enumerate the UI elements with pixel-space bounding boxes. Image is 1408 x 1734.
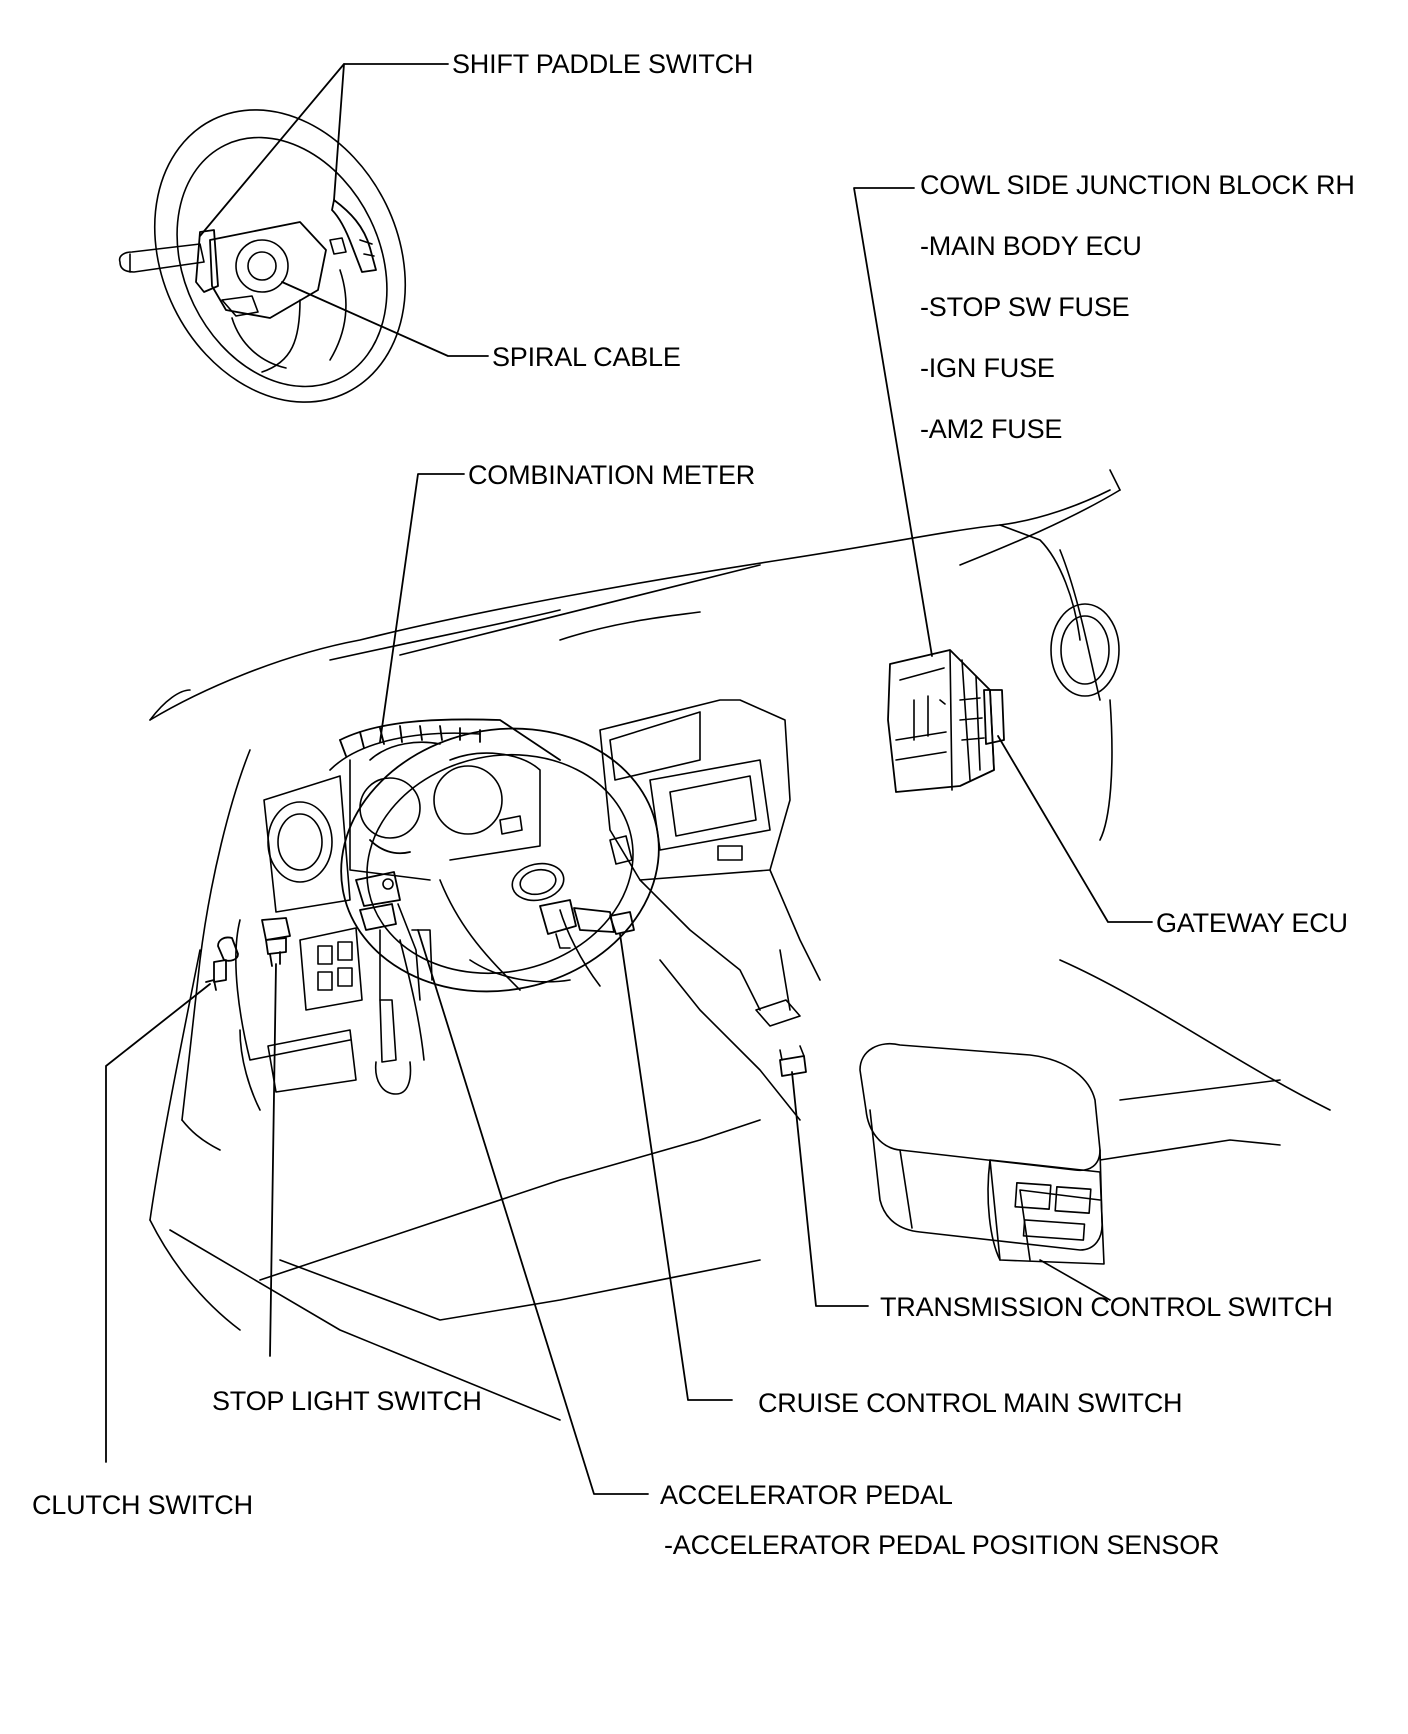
- label-accelerator-pedal: ACCELERATOR PEDAL: [660, 1480, 953, 1510]
- inset-steering-wheel-illustration: [118, 109, 407, 403]
- label-ign-fuse: -IGN FUSE: [920, 353, 1055, 383]
- label-am2-fuse: -AM2 FUSE: [920, 414, 1063, 444]
- label-combination-meter: COMBINATION METER: [468, 460, 756, 490]
- label-cruise-control-main-switch: CRUISE CONTROL MAIN SWITCH: [758, 1388, 1183, 1418]
- label-gateway-ecu: GATEWAY ECU: [1156, 908, 1348, 938]
- dashboard-illustration: [149, 469, 1331, 1421]
- label-cowl-side-junction-block-rh: COWL SIDE JUNCTION BLOCK RH: [920, 170, 1355, 200]
- label-clutch-switch: CLUTCH SWITCH: [32, 1490, 253, 1520]
- label-accelerator-pedal-position-sensor: -ACCELERATOR PEDAL POSITION SENSOR: [664, 1530, 1220, 1560]
- label-stop-sw-fuse: -STOP SW FUSE: [920, 292, 1130, 322]
- label-transmission-control-switch: TRANSMISSION CONTROL SWITCH: [880, 1292, 1333, 1322]
- label-spiral-cable: SPIRAL CABLE: [492, 342, 681, 372]
- label-main-body-ecu: -MAIN BODY ECU: [920, 231, 1142, 261]
- leader-lines: [105, 63, 1153, 1495]
- label-stop-light-switch: STOP LIGHT SWITCH: [212, 1386, 482, 1416]
- label-shift-paddle-switch: SHIFT PADDLE SWITCH: [452, 49, 754, 79]
